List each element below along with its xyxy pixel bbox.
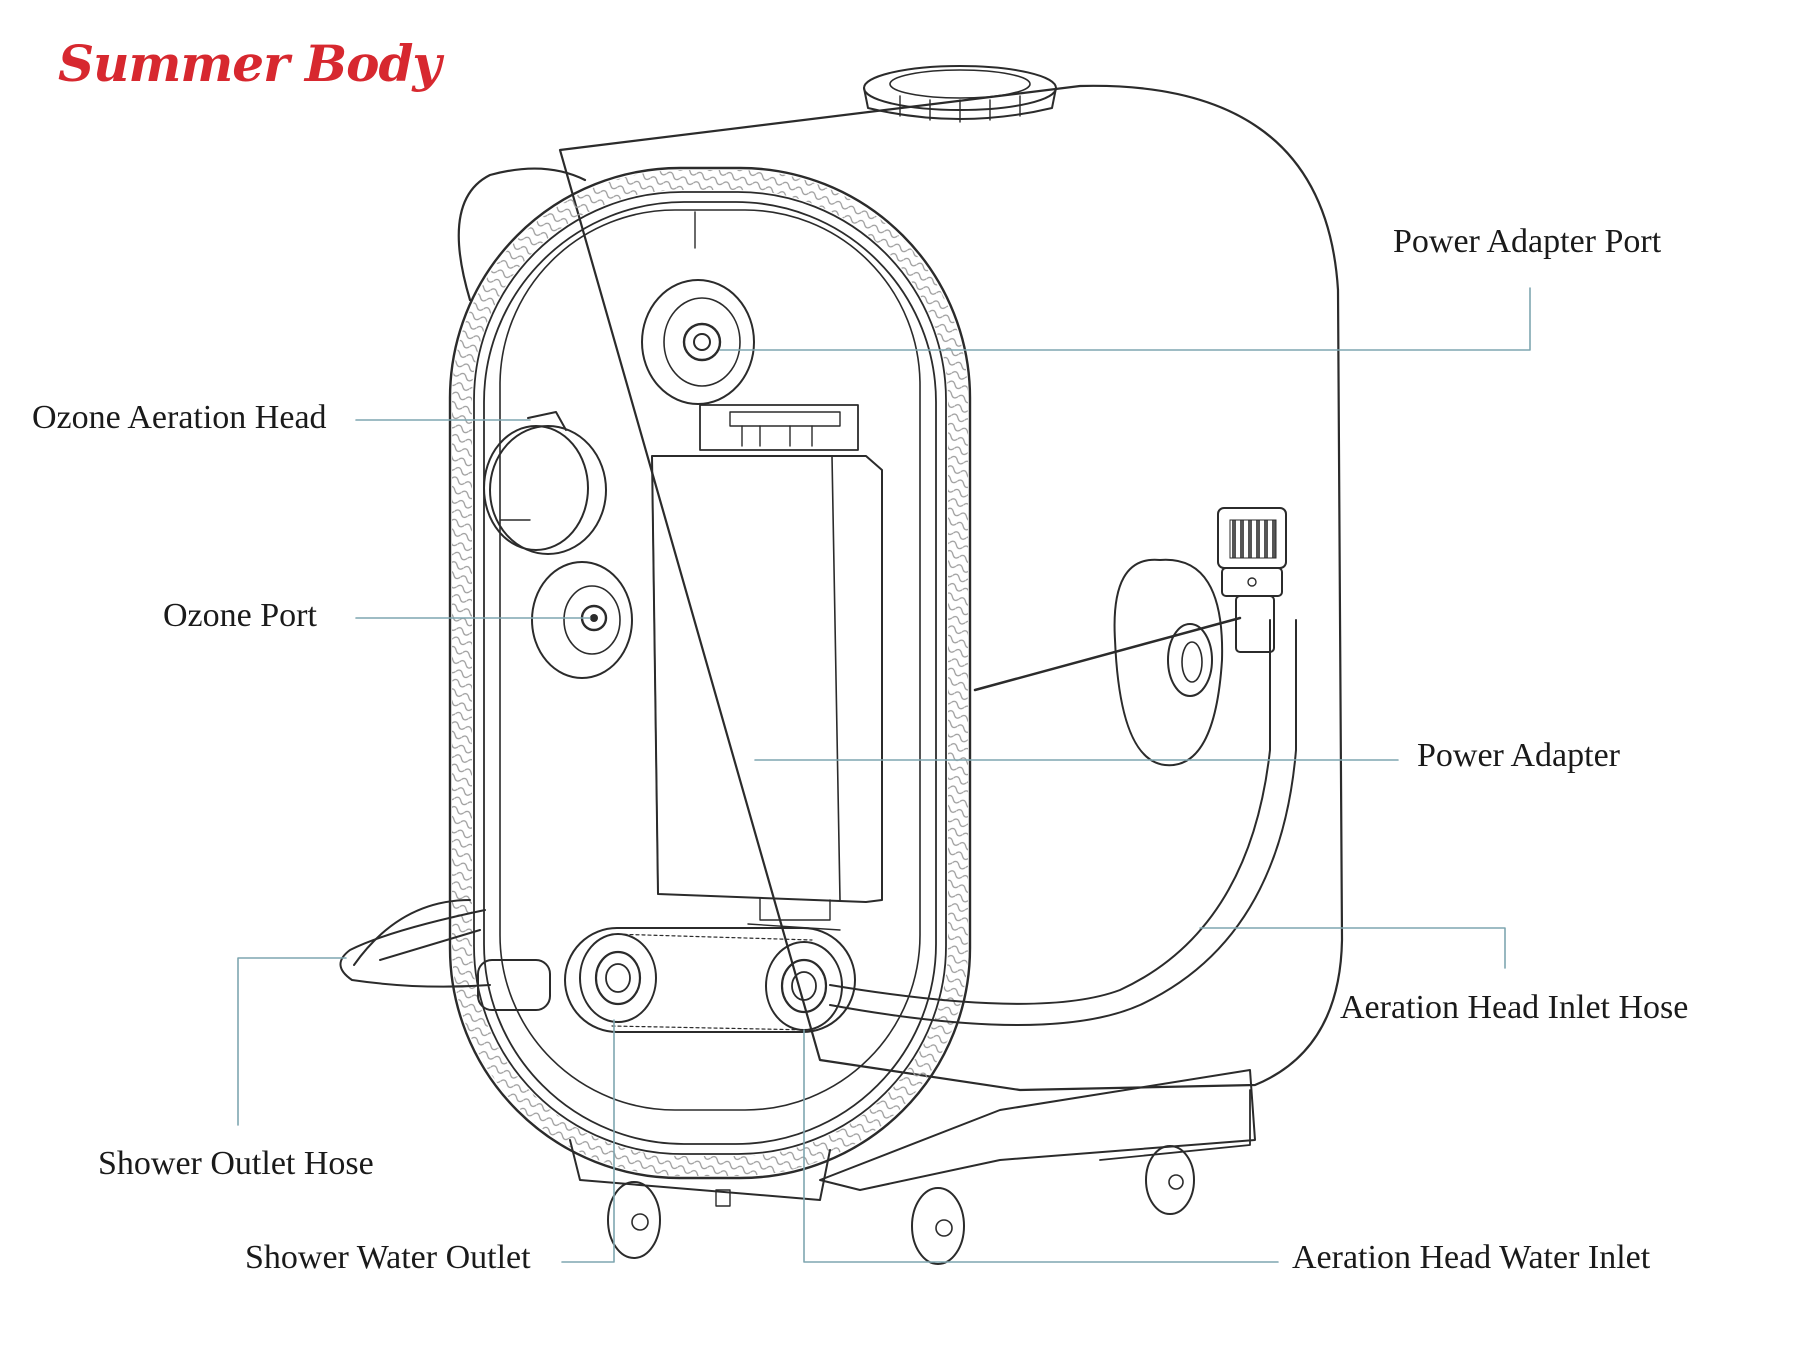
adapter-bracket <box>699 404 859 451</box>
brand-logo: Summer Body <box>58 34 441 93</box>
ozone-aeration-head <box>483 411 607 555</box>
label-power-adapter: Power Adapter <box>1417 737 1621 774</box>
label-aeration-head-inlet-hose: Aeration Head Inlet Hose <box>1340 989 1689 1026</box>
label-shower-outlet-hose: Shower Outlet Hose <box>98 1145 374 1182</box>
tank-body <box>558 84 1344 1092</box>
wheel-base <box>569 1069 1256 1201</box>
power-adapter <box>651 455 883 931</box>
leader-lines <box>237 287 1531 1263</box>
label-ozone-aeration-head: Ozone Aeration Head <box>32 399 327 436</box>
power-adapter-port <box>641 279 755 405</box>
side-seam <box>973 616 1242 692</box>
leader-power-adapter-port <box>719 287 1531 351</box>
shower-outlet-hose <box>339 899 551 1011</box>
leader-aeration-head-inlet-hose <box>1199 927 1506 969</box>
label-shower-water-outlet: Shower Water Outlet <box>245 1239 531 1276</box>
leader-shower-water-outlet <box>561 1019 615 1263</box>
top-cap <box>863 65 1057 123</box>
label-aeration-head-water-inlet: Aeration Head Water Inlet <box>1292 1239 1651 1276</box>
leader-shower-outlet-hose <box>237 957 347 1126</box>
inner-panel <box>499 209 921 1111</box>
label-ozone-port: Ozone Port <box>163 597 317 634</box>
caster-wheels <box>607 1145 1195 1265</box>
leader-aeration-head-water-inlet <box>803 1029 1279 1263</box>
hose-connector <box>1217 507 1287 653</box>
front-rim-outer <box>448 166 972 1180</box>
label-power-adapter-port: Power Adapter Port <box>1393 223 1662 260</box>
side-aeration-head <box>1113 558 1224 767</box>
gasket <box>452 170 968 1176</box>
ozone-port <box>531 561 633 679</box>
bottom-connector-plate <box>564 927 856 1033</box>
rear-handle <box>457 167 587 302</box>
aeration-head-inlet-hose <box>829 619 1297 1026</box>
